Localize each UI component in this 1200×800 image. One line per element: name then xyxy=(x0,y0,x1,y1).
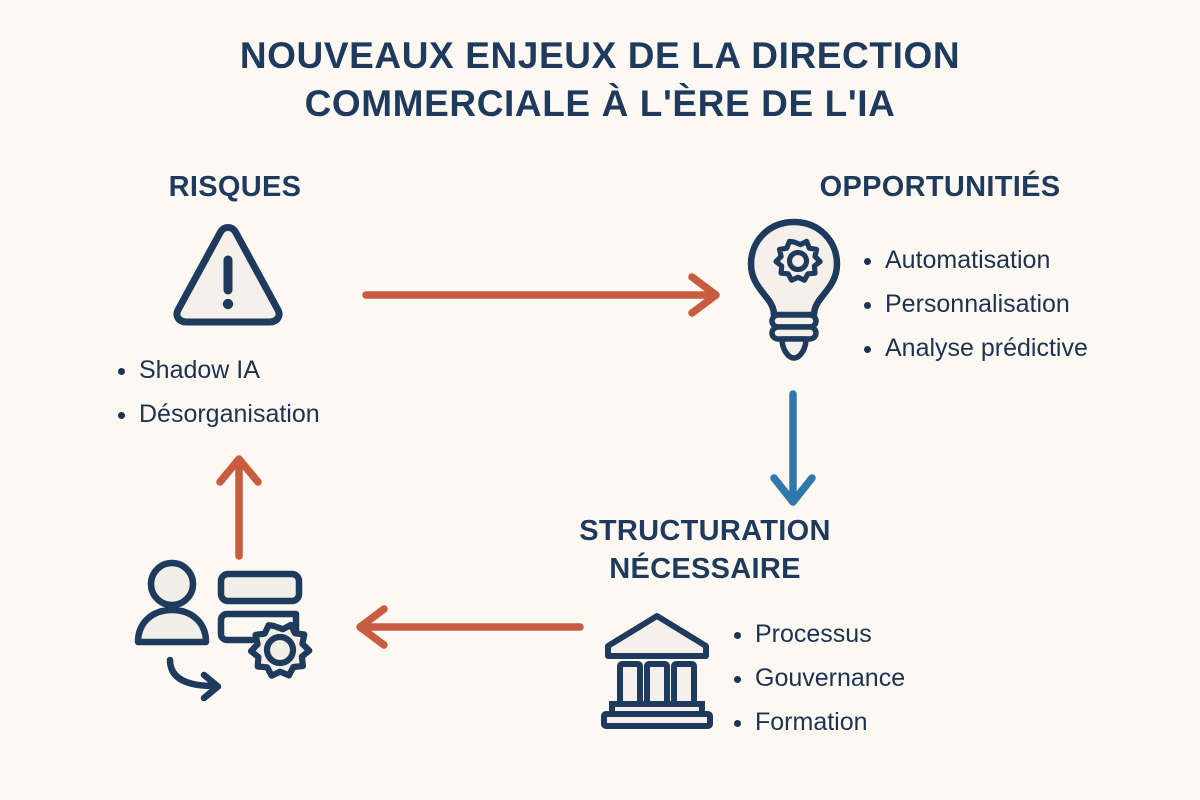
arrow-structuration-to-adoption xyxy=(348,604,586,655)
section-heading-structuration: STRUCTURATION NÉCESSAIRE xyxy=(520,512,890,588)
arrow-risques-to-opportunites xyxy=(360,272,740,323)
list-item: Analyse prédictive xyxy=(858,326,1088,370)
section-heading-structuration-line-2: NÉCESSAIRE xyxy=(609,553,801,585)
list-item: Désorganisation xyxy=(112,392,320,436)
list-item: Shadow IA xyxy=(112,348,320,392)
arrow-opportunites-to-structuration xyxy=(762,388,824,519)
bullet-list-structuration: Processus Gouvernance Formation xyxy=(728,612,905,744)
page-title-line-2: COMMERCIALE À L'ÈRE DE L'IA xyxy=(304,83,896,124)
page-title-line-1: NOUVEAUX ENJEUX DE LA DIRECTION xyxy=(239,35,961,76)
section-heading-opportunites: OPPORTUNITIÉS xyxy=(819,171,1061,203)
list-item: Automatisation xyxy=(858,238,1088,282)
warning-triangle-icon xyxy=(168,222,288,335)
page-title: NOUVEAUX ENJEUX DE LA DIRECTION COMMERCI… xyxy=(0,32,1200,128)
section-heading-risques: RISQUES xyxy=(168,171,302,203)
bullet-list-opportunites: Automatisation Personnalisation Analyse … xyxy=(858,238,1088,370)
list-item: Gouvernance xyxy=(728,656,905,700)
list-item: Personnalisation xyxy=(858,282,1088,326)
list-item: Formation xyxy=(728,700,905,744)
bank-institution-icon xyxy=(598,608,716,735)
arrow-adoption-to-risques xyxy=(208,450,270,567)
list-item: Processus xyxy=(728,612,905,656)
lightbulb-gear-icon xyxy=(742,216,846,369)
user-settings-gear-icon xyxy=(128,556,324,707)
section-heading-structuration-line-1: STRUCTURATION xyxy=(579,515,831,547)
bullet-list-risques: Shadow IA Désorganisation xyxy=(112,348,320,436)
